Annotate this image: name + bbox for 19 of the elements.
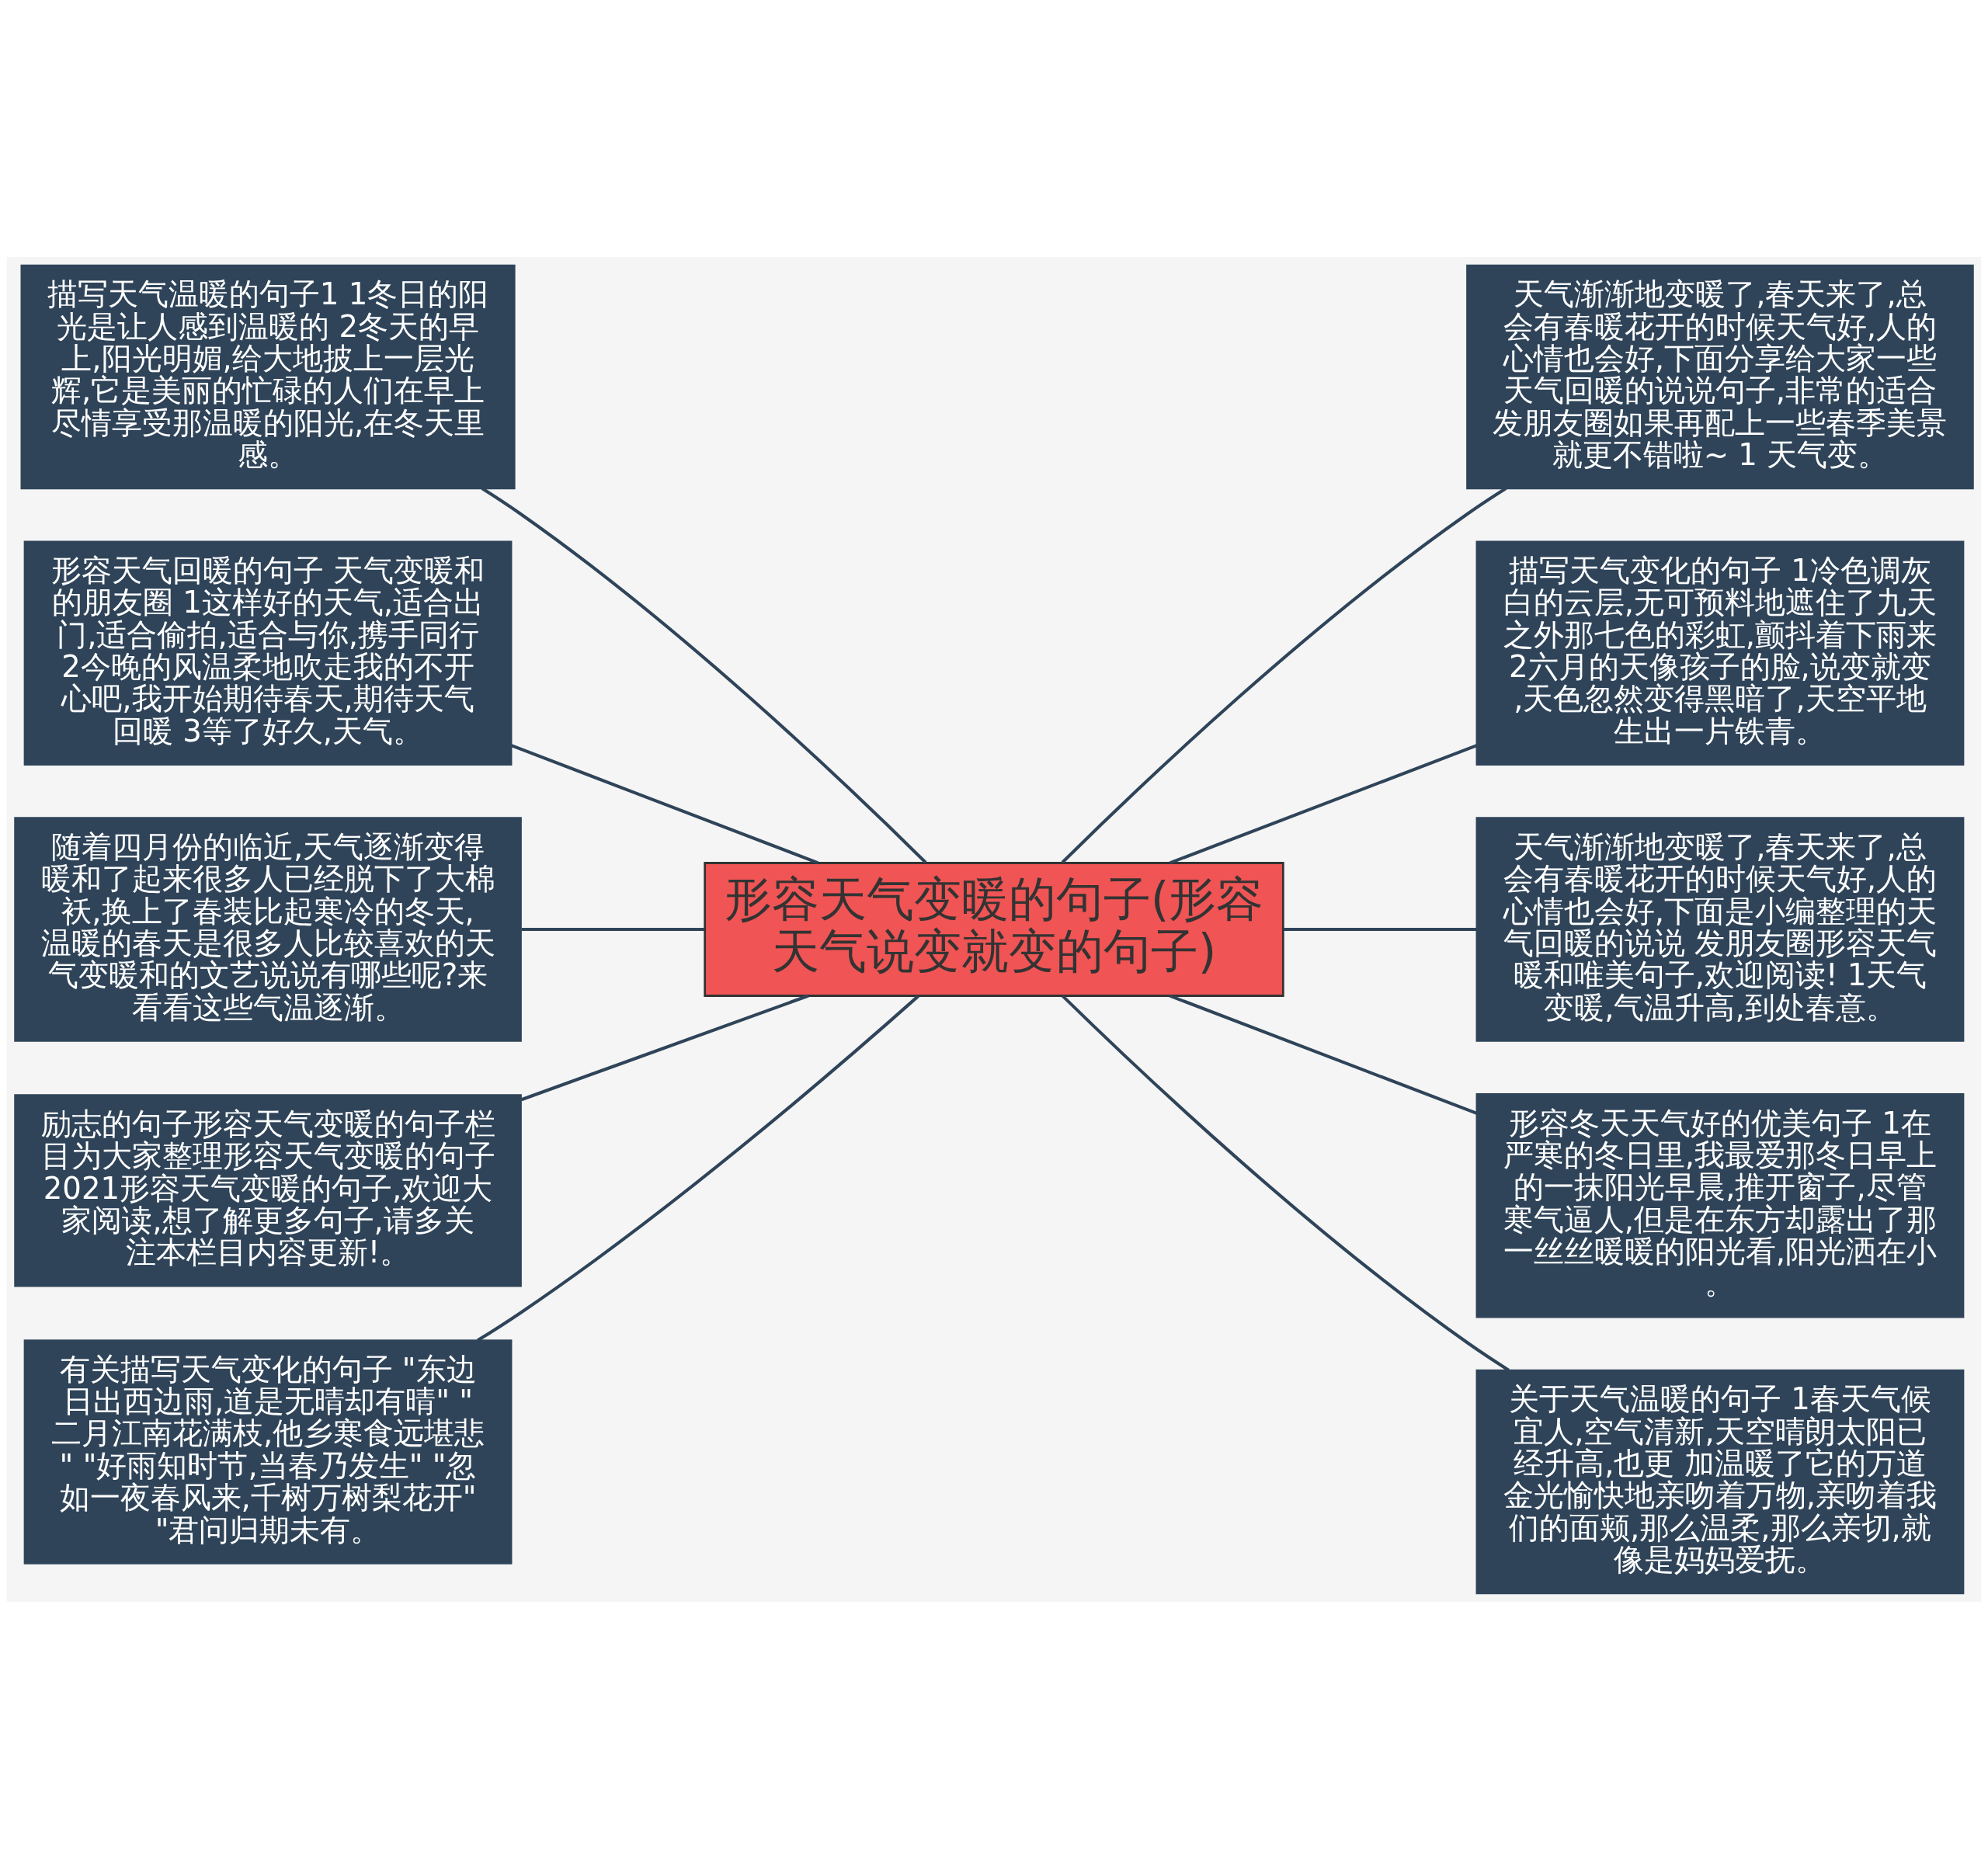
connector: [477, 994, 919, 1342]
connector: [520, 994, 809, 1101]
node-box: 有关描写天气变化的句子 "东边日出西边雨,道是无晴却有晴" "二月江南花满枝,他乡寒食远堪悲" "好雨知时节,当春乃发生" "忽如一夜春风来,千树万树梨花开" "君问归期未有。: [23, 1339, 513, 1565]
node-box: 描写天气温暖的句子1 1冬日的阳光是让人感到温暖的 2冬天的早上,阳光明媚,给大地披上一层光辉,它是美丽的忙碌的人们在早上尽情享受那温暖的阳光,在冬天里感。: [20, 264, 516, 489]
node-box: 形容天气回暖的句子 天气变暖和的朋友圈 1这样好的天气,适合出门,适合偷拍,适合与你,携手同行 2今晚的风温柔地吹走我的不开心吧,我开始期待春天,期待天气回暖 3等了好久,天气。: [23, 540, 513, 766]
connector: [510, 743, 819, 864]
connector: [1169, 994, 1478, 1115]
node-box: 励志的句子形容天气变暖的句子栏目为大家整理形容天气变暖的句子2021形容天气变暖的句子,欢迎大家阅读,想了解更多句子,请多关注本栏目内容更新!。: [14, 1093, 522, 1287]
node-box: 形容冬天天气好的优美句子 1在严寒的冬日里,我最爱那冬日早上的一抹阳光早晨,推开窗子,尽管寒气逼人,但是在东方却露出了那一丝丝暖暖的阳光看,阳光洒在小。: [1475, 1092, 1965, 1318]
connector: [521, 927, 704, 931]
node-box: 天气渐渐地变暖了,春天来了,总会有春暖花开的时候天气好,人的心情也会好,下面分享给大家一些天气回暖的说说句子,非常的适合发朋友圈如果再配上一些春季美景就更不错啦~ 1 天气变。: [1466, 264, 1974, 489]
node-box: 关于天气温暖的句子 1春天气候宜人,空气清新,天空晴朗太阳已经升高,也更 加温暖了它的万道金光愉快地亲吻着万物,亲吻着我们的面颊,那么温柔,那么亲切,就像是妈妈爱抚。: [1475, 1369, 1965, 1594]
node-box: 描写天气变化的句子 1冷色调灰白的云层,无可预料地遮住了九天之外那七色的彩虹,颤抖着下雨来 2六月的天像孩子的脸,说变就变,天色忽然变得黑暗了,天空平地生出一片铁青。: [1475, 540, 1965, 766]
node-box: 天气渐渐地变暖了,春天来了,总会有春暖花开的时候天气好,人的心情也会好,下面是小编整理的天气回暖的说说 发朋友圈形容天气暖和唯美句子,欢迎阅读! 1天气变暖,气温升高,到处春意。: [1475, 816, 1965, 1042]
node-box: 形容天气变暖的句子(形容天气说变就变的句子): [704, 861, 1284, 997]
connector: [1169, 743, 1478, 864]
node-box: 随着四月份的临近,天气逐渐变得暖和了起来很多人已经脱下了大棉袄,换上了春装比起寒冷的冬天,温暖的春天是很多人比较喜欢的天气变暖和的文艺说说有哪些呢?来看看这些气温逐渐。: [14, 816, 522, 1042]
connector: [1061, 994, 1510, 1371]
connector: [1283, 927, 1477, 931]
